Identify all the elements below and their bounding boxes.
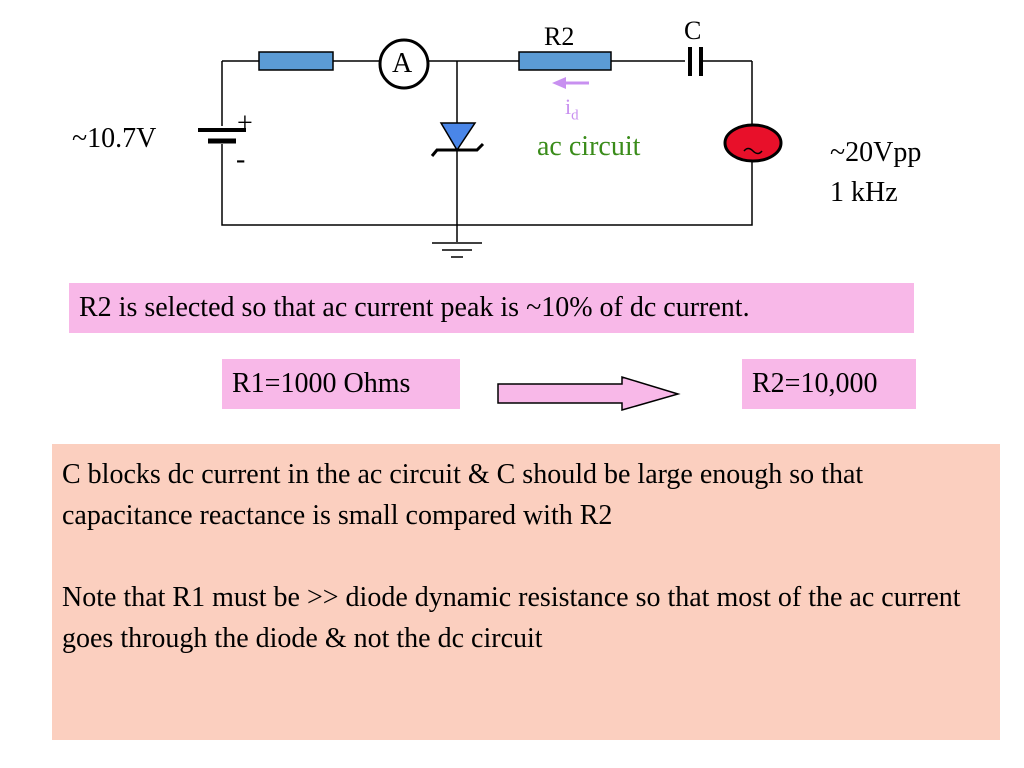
battery-symbol [195, 126, 249, 144]
selection-text: R2 is selected so that ac current peak i… [79, 292, 750, 323]
ammeter-symbol [378, 38, 430, 90]
circuit-wires [221, 60, 753, 242]
dc-voltage-label: ~10.7V [72, 123, 157, 154]
current-label: id [565, 96, 579, 123]
capacitor-symbol [685, 47, 703, 76]
current-symbol: i [565, 94, 572, 119]
ammeter-label: A [392, 48, 413, 79]
r2-value-text: R2=10,000 [752, 368, 878, 399]
note-paragraph-1: C blocks dc current in the ac circuit & … [62, 459, 864, 531]
selection-callout: R2 is selected so that ac current peak i… [69, 283, 914, 333]
ac-circuit-label: ac circuit [537, 131, 641, 162]
ac-amplitude-label: ~20Vpp [830, 137, 922, 168]
current-subscript: d [571, 107, 579, 124]
ground-symbol [432, 242, 482, 258]
notes-box: C blocks dc current in the ac circuit & … [52, 444, 1000, 740]
ac-frequency-label: 1 kHz [830, 177, 898, 208]
diode-symbol [430, 122, 485, 157]
r2-value-box: R2=10,000 [742, 359, 916, 409]
resistor-r1 [258, 51, 334, 71]
battery-plus-label: + [237, 108, 253, 139]
note-paragraph-2: Note that R1 must be >> diode dynamic re… [62, 582, 961, 654]
r1-value-text: R1=1000 Ohms [232, 368, 411, 399]
r1-value-box: R1=1000 Ohms [222, 359, 460, 409]
r2-label: R2 [544, 22, 575, 51]
resistor-r2 [518, 51, 612, 71]
current-arrow [552, 77, 589, 89]
battery-minus-label: - [236, 144, 246, 175]
circuit-diagram [195, 38, 783, 258]
right-arrow [497, 375, 681, 411]
ac-source-symbol [723, 123, 783, 163]
capacitor-label: C [684, 16, 702, 45]
